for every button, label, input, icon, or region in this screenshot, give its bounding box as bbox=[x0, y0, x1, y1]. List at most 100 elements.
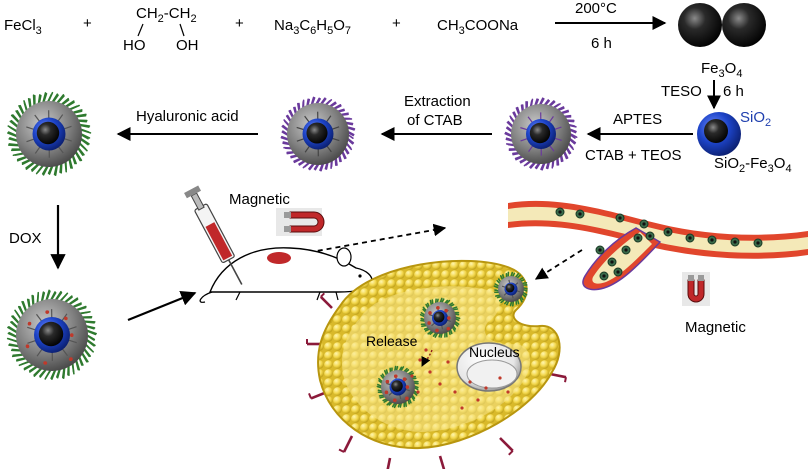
ctab-teos-label: CTAB + TEOS bbox=[585, 147, 682, 164]
drug-dot bbox=[446, 360, 450, 364]
magnetic-label-right: Magnetic bbox=[685, 319, 746, 336]
magnet-icon bbox=[276, 208, 325, 236]
fe3o4-particle bbox=[722, 3, 766, 47]
release-label: Release bbox=[366, 333, 418, 349]
magnet-icon bbox=[682, 272, 710, 306]
sio2-fe3o4-core bbox=[704, 119, 728, 143]
glycol-bond bbox=[137, 23, 144, 37]
receptor-head bbox=[308, 393, 312, 399]
dox-molecule bbox=[385, 379, 390, 384]
dox-molecule bbox=[392, 398, 397, 402]
drug-dot bbox=[418, 358, 422, 362]
drug-dot bbox=[410, 374, 414, 378]
ha-coated-particle bbox=[7, 91, 92, 177]
drug-dot bbox=[460, 406, 464, 410]
magnetic-core bbox=[306, 122, 328, 144]
vessel-particle-core bbox=[616, 270, 620, 274]
vessel-particle-core bbox=[558, 210, 562, 214]
circulating-particles bbox=[555, 207, 763, 281]
receptor-head bbox=[338, 448, 345, 453]
dashed-arrow-cell bbox=[534, 249, 583, 280]
drug-dot bbox=[476, 398, 480, 402]
ethylene-glycol-top: CH2-CH2 bbox=[136, 5, 197, 25]
temperature-label: 200°C bbox=[575, 0, 617, 17]
mesoporous-particle-ctab bbox=[504, 97, 578, 171]
mouse bbox=[199, 247, 373, 303]
drug-dot bbox=[453, 390, 457, 394]
drug-dot bbox=[484, 386, 488, 390]
dox-molecule bbox=[45, 310, 50, 314]
receptor bbox=[319, 295, 333, 309]
drug-dot bbox=[468, 380, 472, 384]
vessel-particle-core bbox=[666, 230, 670, 234]
vessel-particle-core bbox=[610, 260, 614, 264]
magnetic-core bbox=[36, 121, 60, 145]
dashed-arrow-vessel bbox=[299, 223, 447, 255]
plus-sign: + bbox=[83, 15, 92, 32]
glycol-bond bbox=[179, 23, 185, 37]
nucleus bbox=[456, 342, 522, 392]
magnetic-core bbox=[505, 283, 515, 293]
receptor bbox=[438, 455, 446, 469]
vessel-particle-core bbox=[598, 248, 602, 252]
teso-label: TESO bbox=[661, 83, 702, 100]
dox-molecule bbox=[436, 306, 440, 310]
extraction-label-line1: Extraction bbox=[404, 93, 471, 110]
fe3o4-label: Fe3O4 bbox=[701, 60, 742, 80]
plus-sign: + bbox=[392, 15, 401, 32]
receptor bbox=[386, 457, 392, 469]
dox-molecule bbox=[435, 328, 439, 333]
ethylene-glycol-ho: HO bbox=[123, 37, 146, 54]
drug-dot bbox=[424, 348, 428, 352]
receptor bbox=[342, 435, 354, 453]
vessel-particle-core bbox=[756, 241, 760, 245]
nucleus-label: Nucleus bbox=[469, 344, 520, 360]
magnetic-core bbox=[391, 380, 403, 392]
plus-sign: + bbox=[235, 15, 244, 32]
vessel-particle-core bbox=[642, 222, 646, 226]
dox-molecule bbox=[428, 311, 432, 315]
dox-molecule bbox=[70, 333, 74, 338]
dox-molecule bbox=[384, 390, 389, 394]
syringe-icon bbox=[184, 185, 243, 285]
fecl3-label: FeCl3 bbox=[4, 17, 42, 37]
time2-label: 6 h bbox=[723, 83, 744, 100]
magnetic-label-top: Magnetic bbox=[229, 191, 290, 208]
vessel-particle-core bbox=[578, 212, 582, 216]
vessel-particle-core bbox=[618, 216, 622, 220]
drug-dot bbox=[416, 390, 420, 394]
tumor-cell bbox=[306, 259, 567, 469]
sio2-label: SiO2 bbox=[740, 109, 771, 129]
vessel-particle-core bbox=[648, 234, 652, 238]
dox-molecule bbox=[68, 357, 73, 361]
receptor bbox=[549, 372, 567, 379]
magnetic-core bbox=[433, 311, 445, 323]
ethylene-glycol-oh: OH bbox=[176, 37, 199, 54]
reaction-time-label: 6 h bbox=[591, 35, 612, 52]
fe3o4-particle bbox=[678, 3, 722, 47]
dox-molecule bbox=[447, 316, 451, 320]
sodium-citrate-label: Na3C6H5O7 bbox=[274, 17, 351, 37]
vessel-particle-core bbox=[733, 240, 737, 244]
magnetic-core bbox=[529, 122, 551, 144]
dox-molecule bbox=[402, 377, 407, 381]
injection-arrow bbox=[127, 291, 197, 322]
vessel-particle-core bbox=[688, 236, 692, 240]
vessel-particle-core bbox=[602, 274, 606, 278]
dox-molecule bbox=[27, 321, 32, 326]
dox-molecule bbox=[394, 374, 398, 378]
drug-dot bbox=[498, 376, 502, 380]
released-drug bbox=[410, 348, 510, 410]
dox-molecule bbox=[43, 361, 47, 365]
dox-loaded-particle bbox=[6, 289, 97, 380]
receptor-head bbox=[320, 292, 326, 298]
tumor-mark bbox=[267, 252, 291, 264]
extraction-label-line2: of CTAB bbox=[407, 112, 463, 129]
internalized-particles bbox=[376, 271, 528, 409]
vessel-particle-core bbox=[624, 248, 628, 252]
dox-label: DOX bbox=[9, 230, 42, 247]
aptes-label: APTES bbox=[613, 111, 662, 128]
drug-dot bbox=[506, 390, 510, 394]
vessel-particle-core bbox=[636, 236, 640, 240]
dox-molecule bbox=[427, 321, 431, 325]
